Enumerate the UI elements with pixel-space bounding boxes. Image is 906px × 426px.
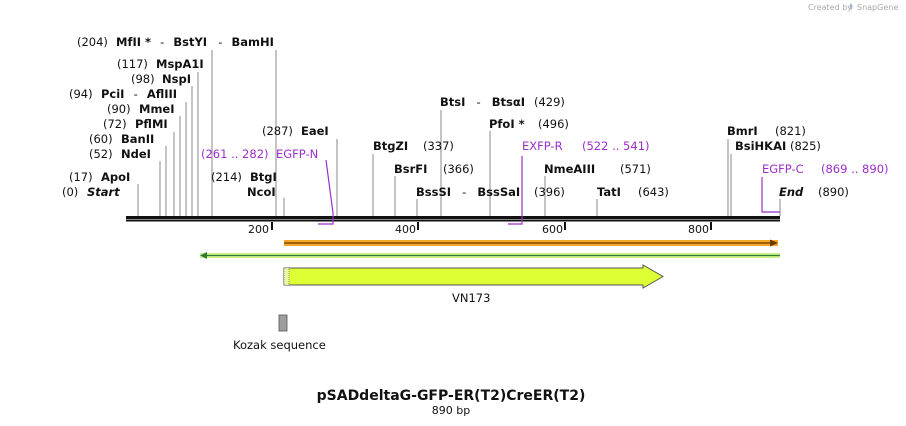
enzyme-label-72[interactable]: (72) PflMI	[103, 113, 168, 132]
sequence-backbone-top	[126, 216, 780, 219]
ruler-tick-400: 400	[395, 223, 416, 236]
orange-track[interactable]	[284, 239, 778, 247]
map-length: 890 bp	[432, 404, 470, 417]
enzyme-label-90[interactable]: (90) MmeI	[107, 98, 175, 117]
enzyme-label-825[interactable]: BsiHKAI (825)	[735, 135, 821, 154]
enzyme-group-right: (287) EaeI (214) BtgI NcoI BtgZI (337) B…	[211, 91, 849, 200]
feature-label-kozak: Kozak sequence	[233, 338, 326, 352]
enzyme-label-396[interactable]: BssSI - BssSaI (396)	[416, 181, 565, 200]
enzyme-label-117[interactable]: (117) MspA1I	[117, 53, 204, 72]
enzyme-label-52[interactable]: (52) NdeI	[89, 143, 151, 162]
sequence-backbone-bottom	[126, 219, 780, 222]
green-track[interactable]	[200, 252, 780, 259]
enzyme-label-17[interactable]: (17) ApoI	[69, 166, 130, 185]
enzyme-label-821[interactable]: BmrI (821)	[727, 120, 806, 139]
map-title: pSADdeltaG-GFP-ER(T2)CreER(T2)	[317, 388, 586, 404]
primer-label-exfp-r[interactable]: EXFP-R (522 .. 541)	[522, 135, 650, 154]
feature-kozak[interactable]	[278, 314, 288, 332]
ruler-tick-200: 200	[248, 223, 269, 236]
enzyme-label-287[interactable]: (287) EaeI	[262, 120, 329, 139]
sequence-start-label: (0) Start	[62, 181, 120, 200]
ruler-tick-600: 600	[542, 223, 563, 236]
ruler-tick-800: 800	[688, 223, 709, 236]
enzyme-label-571[interactable]: NmeAIII (571)	[544, 158, 651, 177]
feature-vn173[interactable]	[283, 264, 665, 289]
snapgene-logo	[849, 3, 853, 10]
enzyme-label-98[interactable]: (98) NspI	[131, 68, 191, 87]
enzyme-label-94[interactable]: (94) PciI - AflIII	[69, 83, 177, 102]
ruler: 200 400 600 800	[248, 222, 712, 236]
enzyme-label-60[interactable]: (60) BanII	[89, 128, 154, 147]
enzyme-cut-lines	[137, 50, 781, 216]
enzyme-label-366[interactable]: BsrFI (366)	[394, 158, 474, 177]
credit-created-by: Created by	[808, 3, 852, 12]
enzyme-label-ncoi[interactable]: NcoI	[247, 185, 276, 199]
primer-label-egfp-n[interactable]: (261 .. 282) EGFP-N	[201, 143, 318, 162]
enzyme-group-left: (204) MfII * - BstYI - BamHI (117) MspA1…	[62, 31, 274, 200]
sequence-end-label: End (890)	[779, 181, 849, 200]
credit-brand: SnapGene	[857, 3, 898, 12]
enzyme-label-496[interactable]: PfoI * (496)	[489, 113, 569, 132]
enzyme-label-204[interactable]: (204) MfII * - BstYI - BamHI	[77, 31, 274, 50]
enzyme-label-214[interactable]: (214) BtgI	[211, 166, 277, 185]
enzyme-label-643[interactable]: TatI (643)	[597, 181, 669, 200]
enzyme-label-429[interactable]: BtsI - BtsαI (429)	[440, 91, 565, 110]
primer-markers	[318, 156, 780, 225]
primer-label-egfp-c[interactable]: EGFP-C (869 .. 890)	[762, 158, 889, 177]
primer-labels: (261 .. 282) EGFP-N EXFP-R (522 .. 541) …	[201, 135, 889, 177]
enzyme-label-337[interactable]: BtgZI (337)	[373, 135, 454, 154]
feature-label-vn173: VN173	[452, 291, 490, 305]
